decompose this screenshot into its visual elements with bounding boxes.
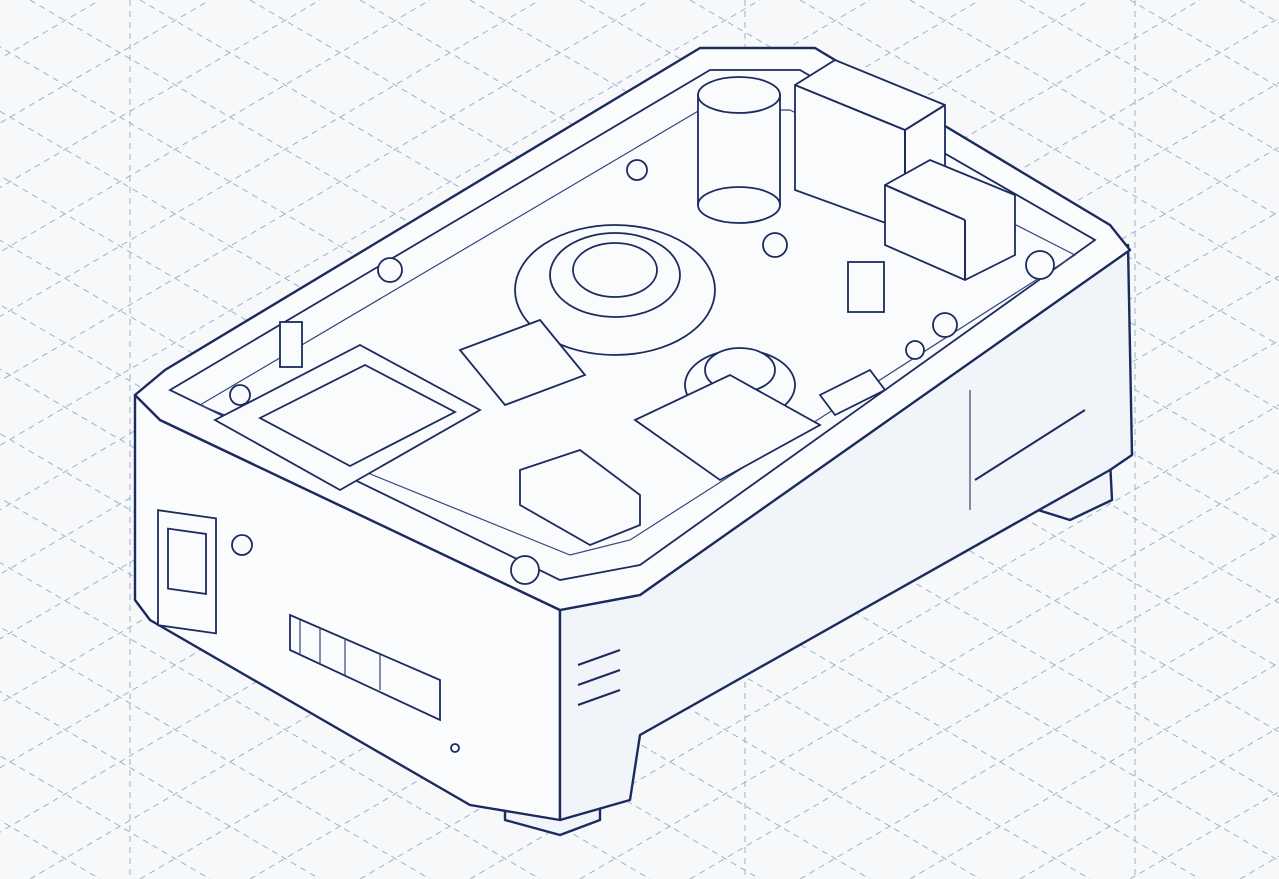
ic-module <box>633 373 822 482</box>
grid-line <box>799 597 1279 879</box>
chip-large <box>213 343 482 492</box>
grid-line <box>579 468 1279 879</box>
grid-line <box>909 0 1279 217</box>
grid-line <box>469 404 1279 879</box>
header-pins <box>458 318 587 407</box>
connector <box>519 448 641 546</box>
side-vents <box>577 409 1086 706</box>
grid-line <box>1019 726 1279 879</box>
speaker <box>514 224 716 356</box>
vent-slots <box>289 613 441 722</box>
grid-line <box>1239 855 1279 879</box>
grid-line <box>909 662 1279 879</box>
grid-line <box>0 0 871 511</box>
indicator-led <box>231 534 253 556</box>
small-block <box>818 368 887 417</box>
grid-line <box>1129 791 1279 879</box>
grid-line <box>1239 0 1279 24</box>
cap-small <box>279 321 303 368</box>
grid-line <box>1019 0 1279 153</box>
capacitor-tall <box>697 76 781 224</box>
grid-line <box>689 533 1279 879</box>
grid-line <box>799 0 1279 282</box>
grid-line <box>0 0 761 446</box>
cap-small-2 <box>847 261 885 313</box>
relay <box>884 159 1016 281</box>
grid-line <box>0 0 101 60</box>
grid-line <box>1129 0 1279 88</box>
grid-line <box>0 819 101 879</box>
